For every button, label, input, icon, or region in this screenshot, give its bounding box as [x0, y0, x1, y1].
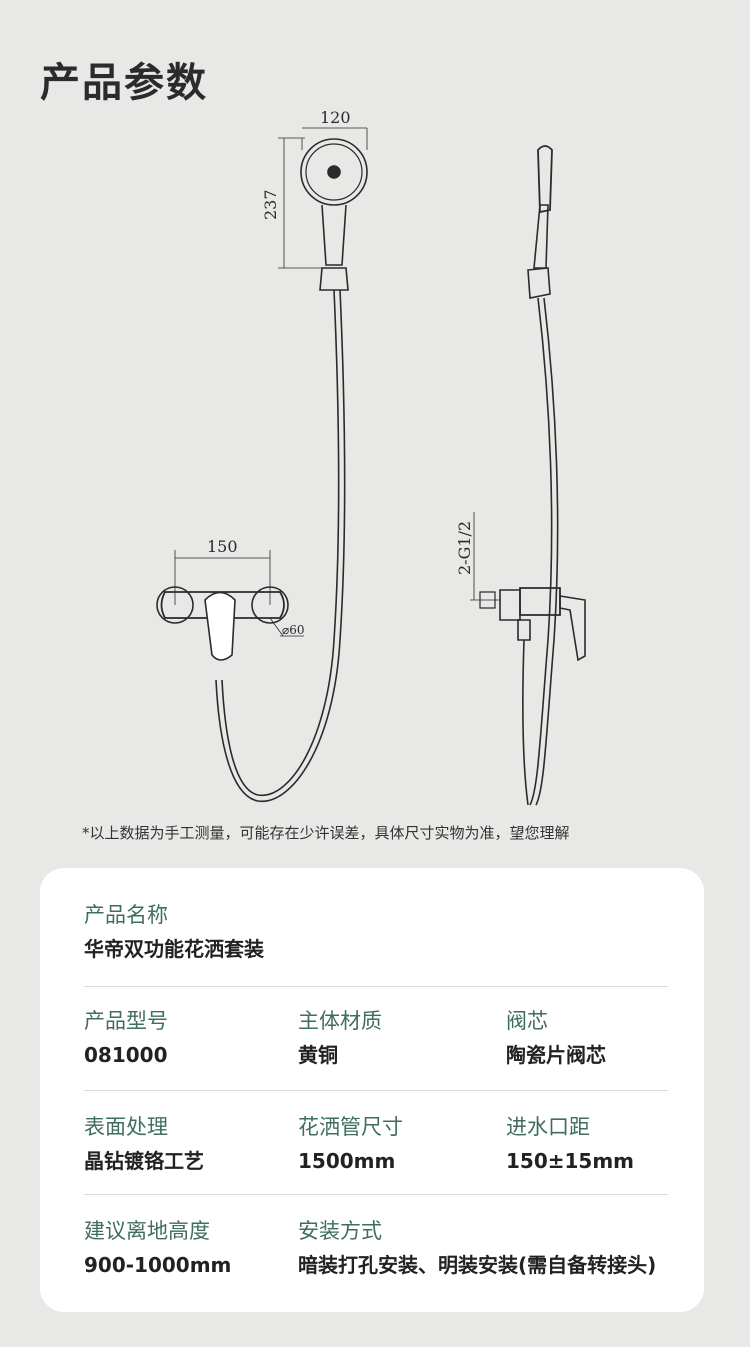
width-dimension-label: 120: [320, 108, 351, 127]
spec-finish: 表面处理 晶钻镀铬工艺: [84, 1112, 204, 1176]
spec-model: 产品型号 081000: [84, 1006, 168, 1070]
spec-value: 陶瓷片阀芯: [506, 1043, 606, 1067]
technical-drawing: 120 237 150 ⌀60 2-G1/2: [156, 108, 586, 806]
spec-value: 081000: [84, 1043, 168, 1067]
spec-label: 主体材质: [298, 1009, 382, 1033]
spec-value: 晶钻镀铬工艺: [84, 1149, 204, 1173]
spec-value: 900-1000mm: [84, 1253, 232, 1277]
spec-label: 花洒管尺寸: [298, 1115, 403, 1139]
measurement-note: *以上数据为手工测量，可能存在少许误差，具体尺寸实物为准，望您理解: [82, 824, 570, 842]
spec-valve: 阀芯 陶瓷片阀芯: [506, 1006, 606, 1070]
divider: [84, 1194, 668, 1195]
spec-label: 进水口距: [506, 1115, 590, 1139]
spec-card: 产品名称 华帝双功能花洒套装 产品型号 081000 主体材质 黄铜 阀芯 陶瓷…: [40, 868, 704, 1312]
spec-value: 150±15mm: [506, 1149, 635, 1173]
spec-height: 建议离地高度 900-1000mm: [84, 1216, 231, 1280]
thread-dimension-label: 2-G1/2: [455, 521, 474, 575]
spec-install: 安装方式 暗装打孔安装、明装安装(需自备转接头): [298, 1216, 656, 1280]
divider: [84, 1090, 668, 1091]
spec-label: 产品型号: [84, 1009, 168, 1033]
spacing-dimension-label: 150: [207, 537, 238, 556]
diameter-dimension-label: ⌀60: [282, 623, 305, 637]
spec-value: 暗装打孔安装、明装安装(需自备转接头): [298, 1253, 657, 1277]
spec-value: 1500mm: [298, 1149, 396, 1173]
spec-material: 主体材质 黄铜: [298, 1006, 382, 1070]
height-dimension-label: 237: [261, 189, 280, 220]
spec-label: 建议离地高度: [84, 1219, 210, 1243]
spec-value: 黄铜: [298, 1043, 338, 1067]
divider: [84, 986, 668, 987]
spec-label: 安装方式: [298, 1219, 382, 1243]
spec-name: 产品名称 华帝双功能花洒套装: [84, 900, 264, 964]
spec-hose: 花洒管尺寸 1500mm: [298, 1112, 403, 1176]
page-title: 产品参数: [40, 60, 208, 106]
spec-label: 产品名称: [84, 903, 168, 927]
spec-inlet: 进水口距 150±15mm: [506, 1112, 634, 1176]
spec-label: 阀芯: [506, 1009, 548, 1033]
spec-label: 表面处理: [84, 1115, 168, 1139]
spec-value: 华帝双功能花洒套装: [84, 937, 264, 961]
